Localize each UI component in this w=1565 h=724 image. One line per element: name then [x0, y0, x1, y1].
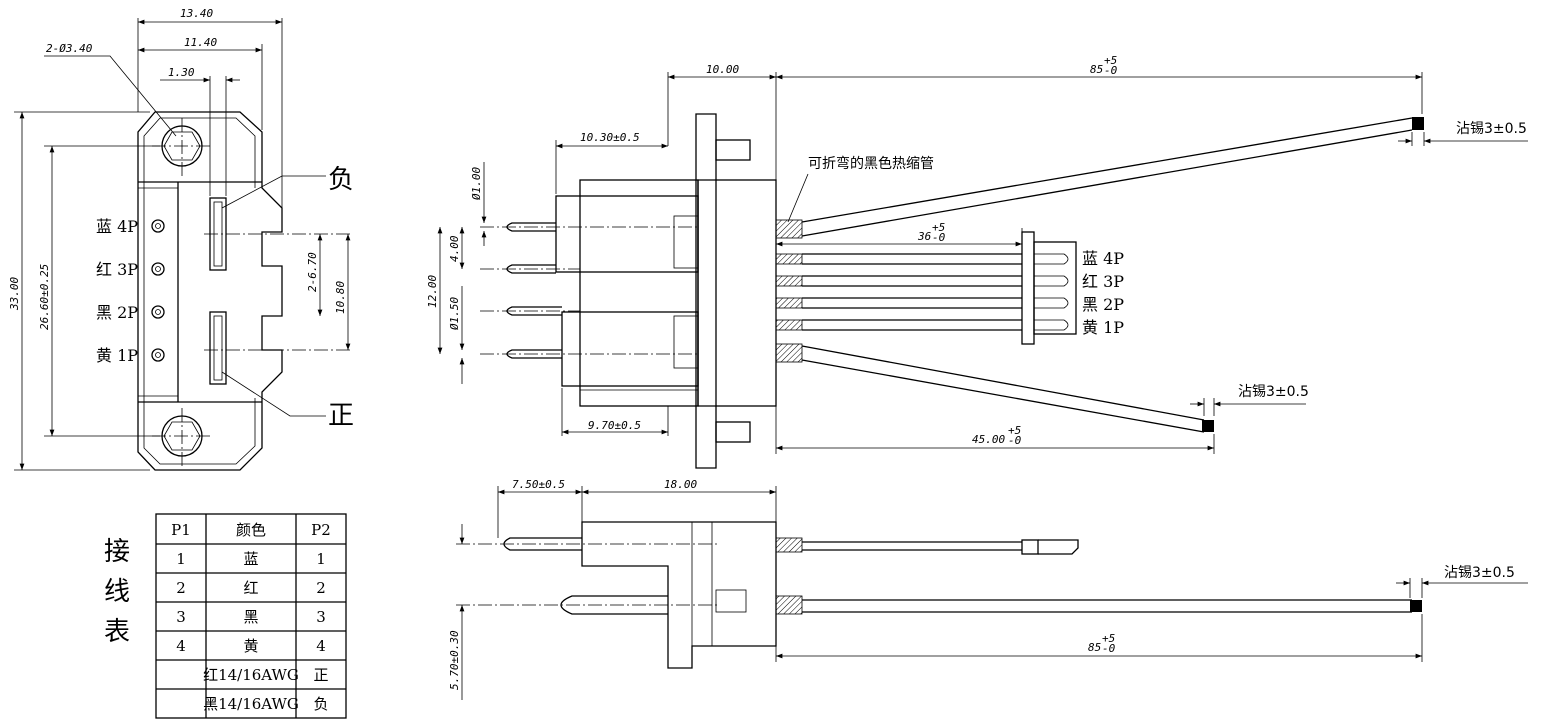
table-title-char: 接 [104, 537, 130, 567]
table-cell: 2 [176, 579, 186, 597]
front-housing-outline [137, 111, 283, 471]
table-header: P1 [171, 521, 191, 539]
table-cell: 1 [316, 550, 326, 568]
table-cell: 1 [176, 550, 186, 568]
table-header: P2 [311, 521, 331, 539]
dim-flange: 10.00 [706, 63, 739, 76]
dim-signal-wire: 36 [917, 230, 932, 243]
dim-lower-len: 9.70±0.5 [588, 419, 641, 432]
dim-bottom-wire-tol2: -0 [1102, 642, 1116, 655]
dim-width-inner: 11.40 [184, 36, 217, 49]
side-flange [695, 113, 717, 469]
front-pin-label: 黄 1P [96, 346, 138, 365]
bottom-view: 7.50±0.5 18.00 沾锡3±0.5 85 +5 -0 5.70±0.3… [448, 478, 1528, 700]
connector-pin-label: 蓝 4P [1082, 249, 1124, 268]
dim-span: 12.00 [426, 275, 439, 308]
connector-pin-label: 黑 2P [1082, 295, 1124, 314]
tin-bottom-view: 沾锡3±0.5 [1444, 565, 1515, 581]
dim-hole-offset: 1.30 [168, 66, 195, 79]
table-cell: 黄 [243, 637, 258, 655]
table-cell: 正 [313, 666, 328, 684]
side-pins [506, 222, 562, 359]
negative-label: 负 [328, 165, 354, 195]
tin-bottom: 沾锡3±0.5 [1238, 384, 1309, 400]
front-pin-label: 黑 2P [96, 303, 138, 322]
dim-wire-long: 85 [1090, 63, 1103, 76]
table-cell: 4 [176, 637, 186, 655]
table-title-char: 线 [104, 577, 130, 607]
dim-wire-long-tol: +5 [1104, 54, 1117, 67]
dim-height-total: 33.00 [8, 277, 21, 311]
dim-bottom-offset: 5.70±0.30 [448, 630, 461, 690]
front-pin-label: 蓝 4P [96, 217, 138, 236]
table-cell: 3 [176, 608, 186, 626]
connector-pin-label: 红 3P [1082, 272, 1124, 291]
dim-signal-tol2: -0 [932, 231, 946, 244]
table-header: 颜色 [236, 521, 266, 539]
side-body [715, 179, 777, 407]
table-title-char: 表 [104, 617, 130, 647]
dim-bottom-wire-tol: +5 [1102, 632, 1115, 645]
table-cell: 2 [316, 579, 326, 597]
dim-bottom-body-len: 18.00 [664, 478, 697, 491]
mount-hole-bottom [152, 408, 212, 466]
dim-holes: 2-Ø3.40 [46, 42, 93, 55]
dim-slot-width: 2-6.70 [306, 252, 319, 292]
dim-wire-short-tol: +5 [1008, 424, 1021, 437]
table-cell: 负 [313, 695, 328, 713]
dim-pitch: 4.00 [448, 235, 461, 262]
dim-bottom-wire: 85 [1088, 641, 1101, 654]
signal-connector [1021, 231, 1035, 345]
dim-pin-len: 10.30±0.5 [580, 131, 640, 144]
table-cell: 黑 [243, 608, 258, 626]
dim-wire-short: 45.00 [972, 433, 1005, 446]
dim-wire-long-tol2: -0 [1104, 64, 1118, 77]
table-cell: 3 [316, 608, 326, 626]
table-cell: 蓝 [243, 550, 258, 568]
slot-positive [209, 311, 227, 385]
heat-shrink-label: 可折弯的黑色热缩管 [808, 155, 934, 172]
signal-wires [802, 253, 1022, 331]
table-cell: 红14/16AWG [203, 666, 299, 684]
dim-width-total: 13.40 [180, 7, 213, 20]
positive-label: 正 [328, 401, 354, 431]
dim-hole-spacing: 26.60±0.25 [38, 264, 51, 330]
mount-hole-top [152, 118, 212, 176]
dim-slot-span: 10.80 [334, 281, 347, 314]
table-cell: 黑14/16AWG [203, 695, 299, 713]
dim-wire-short-tol2: -0 [1008, 434, 1022, 447]
front-pins [151, 219, 165, 362]
side-view: 蓝 4P 红 3P 黑 2P 黄 1P 可折弯的黑色热缩管 10.00 85 +… [426, 54, 1528, 469]
table-cell: 4 [316, 637, 326, 655]
dim-bottom-pin-len: 7.50±0.5 [512, 478, 565, 491]
front-pin-label: 红 3P [96, 260, 138, 279]
wiring-table: 接 线 表 P1 颜色 P2 1 蓝 1 2 红 2 3 黑 3 4 黄 4 [104, 513, 347, 719]
tin-top: 沾锡3±0.5 [1456, 121, 1527, 137]
dim-signal-tol: +5 [932, 221, 945, 234]
dim-pin-dia: Ø1.00 [470, 167, 483, 200]
bottom-body [581, 521, 777, 669]
connector-pin-label: 黄 1P [1082, 318, 1124, 337]
table-cell: 红 [243, 579, 258, 597]
connector-contacts [1034, 253, 1069, 331]
front-view: 蓝 4P 红 3P 黑 2P 黄 1P 负 正 13.40 11.40 1.30… [8, 7, 354, 471]
dim-pin-dia2: Ø1.50 [448, 297, 461, 330]
